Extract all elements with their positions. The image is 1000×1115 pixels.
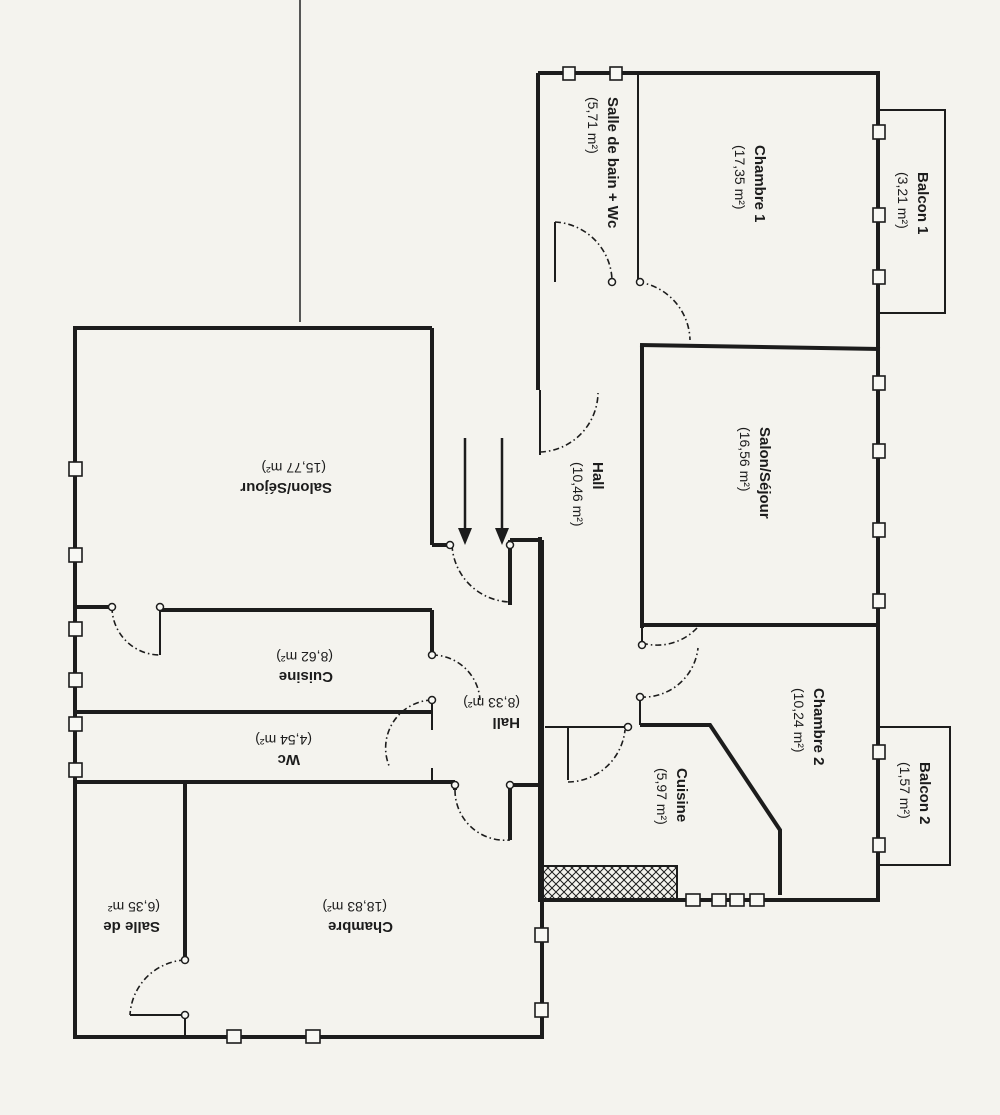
door-swing (384, 699, 433, 769)
door-swing (567, 729, 626, 783)
door-swing (554, 221, 613, 281)
door-swing (451, 544, 511, 603)
window (872, 744, 886, 760)
room-name: Salle de bain + Wc (604, 97, 621, 228)
door-swing (431, 654, 481, 701)
room-name: Chambre (328, 918, 393, 935)
door-swing (454, 789, 511, 842)
window (872, 375, 886, 391)
room-area: (10,24 m²) (791, 688, 807, 753)
room-area: (8,62 m²) (276, 649, 333, 665)
balcony-2-outline (880, 726, 951, 866)
window (226, 1029, 242, 1044)
room-area: (5,97 m²) (654, 768, 670, 825)
room-name: Wc (278, 751, 301, 768)
room-name: Salon/Séjour (240, 479, 332, 496)
room-name: Hall (492, 714, 520, 731)
room-name: Hall (589, 462, 606, 490)
room-area: (10,46 m²) (570, 462, 586, 527)
room-name: Salle de (103, 918, 160, 935)
window (68, 762, 83, 778)
room-name: Cuisine (673, 768, 690, 822)
room-area: (16,56 m²) (737, 427, 753, 492)
window (68, 716, 83, 732)
room-area: (17,35 m²) (732, 145, 748, 210)
window (562, 66, 576, 81)
door-swing (539, 392, 599, 453)
window (68, 461, 83, 477)
window (685, 893, 701, 907)
window (872, 207, 886, 223)
window (872, 593, 886, 609)
room-area: (8,33 m²) (463, 695, 520, 711)
right-apartment (536, 66, 951, 907)
window (534, 927, 549, 943)
window (711, 893, 727, 907)
window (534, 1002, 549, 1018)
window (872, 269, 886, 285)
door-swing (111, 606, 161, 656)
balcony-1-outline (880, 109, 946, 314)
room-name: Balcon 2 (916, 762, 933, 825)
room-area: (18,83 m²) (322, 899, 387, 915)
room-name: Balcon 1 (914, 172, 931, 235)
window (68, 621, 83, 637)
room-area: (3,21 m²) (895, 172, 911, 229)
room-name: Chambre 1 (751, 145, 768, 223)
room-name: Salon/Séjour (756, 427, 773, 519)
window (872, 522, 886, 538)
window (749, 893, 765, 907)
door-swing (637, 281, 691, 341)
door-swing (129, 959, 186, 1016)
window (609, 66, 623, 81)
door-swing (639, 647, 699, 698)
window (872, 443, 886, 459)
room-name: Chambre 2 (810, 688, 827, 766)
room-area: (1,57 m²) (897, 762, 913, 819)
door-swing (641, 627, 698, 646)
window (68, 547, 83, 563)
room-area: (15,77 m²) (261, 460, 326, 476)
room-area: (4,54 m²) (255, 732, 312, 748)
room-area: (6,35 m² (108, 899, 160, 915)
room-area: (5,71 m²) (585, 97, 601, 154)
window (872, 124, 886, 140)
window (305, 1029, 321, 1044)
hatched-cabinet (540, 865, 678, 900)
room-name: Cuisine (279, 668, 333, 685)
window (872, 837, 886, 853)
left-apartment (68, 326, 549, 1044)
window (68, 672, 83, 688)
window (729, 893, 745, 907)
